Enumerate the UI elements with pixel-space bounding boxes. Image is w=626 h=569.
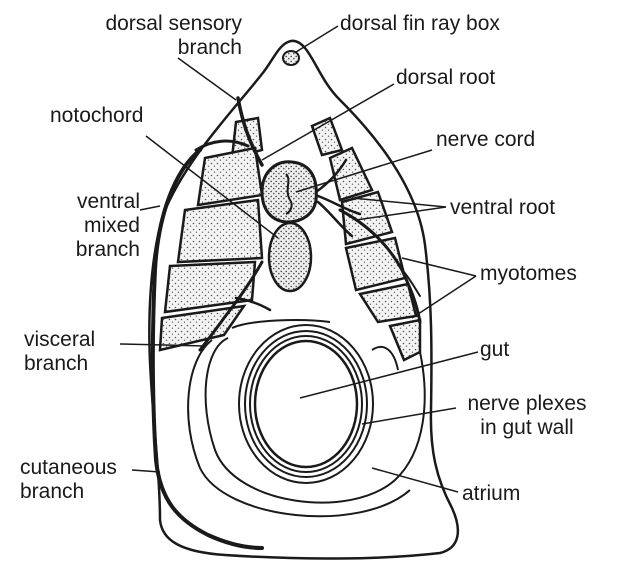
dorsal-fin-ray-box <box>283 51 299 65</box>
label-ventral-root: ventral root <box>450 196 555 220</box>
label-myotomes: myotomes <box>480 262 577 286</box>
label-dorsal-root: dorsal root <box>396 66 495 90</box>
label-notochord: notochord <box>50 104 143 128</box>
label-cutaneous-branch: cutaneous branch <box>20 456 117 504</box>
label-visceral-branch: visceral branch <box>24 328 95 376</box>
label-nerve-plexes: nerve plexes in gut wall <box>444 392 610 440</box>
label-gut: gut <box>480 338 509 362</box>
label-atrium: atrium <box>462 482 520 506</box>
label-dorsal-sensory-branch: dorsal sensory branch <box>50 12 242 60</box>
notochord <box>269 223 311 291</box>
label-nerve-cord: nerve cord <box>436 128 535 152</box>
label-dorsal-fin-ray-box: dorsal fin ray box <box>340 12 500 36</box>
label-ventral-mixed-branch: ventral mixed branch <box>32 190 140 262</box>
